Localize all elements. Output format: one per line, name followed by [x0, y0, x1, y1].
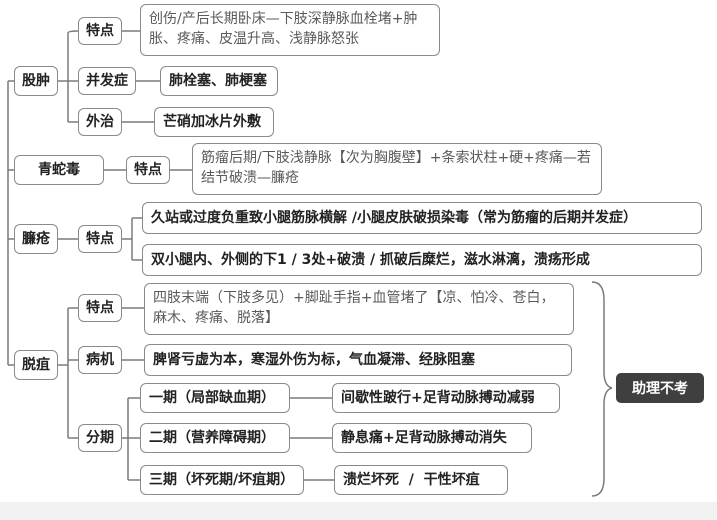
assistant-exempt-badge: 助理不考: [616, 373, 704, 403]
tuo-ju-te-dian-label: 特点: [86, 300, 114, 316]
lian-chuang-content-2: 双小腿内、外侧的下1 / 3处+破溃 / 抓破后糜烂，滋水淋漓，溃疡形成: [151, 252, 590, 268]
root-lian-chuang[interactable]: 臁疮: [14, 224, 58, 254]
tuo-ju-fen-qi[interactable]: 分期: [78, 424, 122, 452]
tuo-ju-te-dian-text: 四肢末端（下肢多见）+脚趾手指+血管堵了【凉、怕冷、苍白，麻木、疼痛、脱落】: [144, 283, 574, 335]
stage-2-desc-label: 静息痛+足背动脉搏动消失: [341, 430, 507, 446]
stage-3-name[interactable]: 三期（坏死期/坏疽期）: [140, 465, 304, 495]
root-tuo-ju-label: 脱疽: [22, 357, 50, 373]
gu-zhong-wai-zhi[interactable]: 外治: [78, 108, 122, 136]
root-gu-zhong-label: 股肿: [22, 73, 50, 89]
root-qing-she-du[interactable]: 青蛇毒: [14, 155, 104, 185]
stage-3-desc: 溃烂坏死 / 干性坏疽: [334, 465, 508, 495]
qing-she-du-te-dian[interactable]: 特点: [126, 156, 170, 184]
lian-chuang-content-1: 久站或过度负重致小腿筋脉横解 /小腿皮肤破损染毒（常为筋瘤的后期并发症）: [151, 210, 637, 226]
stage-2-desc: 静息痛+足背动脉搏动消失: [332, 423, 532, 453]
lian-chuang-text-2: 双小腿内、外侧的下1 / 3处+破溃 / 抓破后糜烂，滋水淋漓，溃疡形成: [142, 244, 702, 276]
gu-zhong-bing-fa-content: 肺栓塞、肺梗塞: [169, 73, 267, 89]
gu-zhong-bing-fa-text: 肺栓塞、肺梗塞: [160, 66, 278, 96]
gu-zhong-wai-zhi-content: 芒硝加冰片外敷: [163, 114, 261, 130]
stage-1-name[interactable]: 一期（局部缺血期）: [140, 383, 290, 413]
tuo-ju-te-dian[interactable]: 特点: [78, 294, 122, 322]
gu-zhong-te-dian-content: 创伤/产后长期卧床—下肢深静脉血栓堵+肿胀、疼痛、皮温升高、浅静脉怒张: [149, 11, 418, 47]
stage-1-name-label: 一期（局部缺血期）: [149, 390, 275, 406]
stage-1-desc: 间歇性跛行+足背动脉搏动减弱: [332, 383, 560, 413]
gu-zhong-te-dian[interactable]: 特点: [78, 17, 122, 45]
tuo-ju-te-dian-content: 四肢末端（下肢多见）+脚趾手指+血管堵了【凉、怕冷、苍白，麻木、疼痛、脱落】: [153, 290, 555, 326]
gu-zhong-bing-fa[interactable]: 并发症: [78, 67, 136, 95]
tuo-ju-bing-ji-text: 脾肾亏虚为本，寒湿外伤为标，气血凝滞、经脉阻塞: [144, 344, 572, 376]
tuo-ju-bing-ji-label: 病机: [86, 352, 114, 368]
root-lian-chuang-label: 臁疮: [22, 231, 50, 247]
gu-zhong-te-dian-text: 创伤/产后长期卧床—下肢深静脉血栓堵+肿胀、疼痛、皮温升高、浅静脉怒张: [140, 4, 440, 56]
qing-she-du-te-dian-label: 特点: [134, 162, 162, 178]
stage-1-desc-label: 间歇性跛行+足背动脉搏动减弱: [341, 390, 535, 406]
qing-she-du-te-dian-text: 筋瘤后期/下肢浅静脉【次为胸腹壁】+条索状柱+硬+疼痛—若结节破溃—臁疮: [192, 143, 602, 195]
stage-2-name[interactable]: 二期（营养障碍期）: [140, 423, 290, 453]
lian-chuang-text-1: 久站或过度负重致小腿筋脉横解 /小腿皮肤破损染毒（常为筋瘤的后期并发症）: [142, 202, 702, 234]
stage-3-desc-label: 溃烂坏死 / 干性坏疽: [343, 472, 480, 488]
gu-zhong-bing-fa-label: 并发症: [86, 73, 128, 89]
tuo-ju-bing-ji[interactable]: 病机: [78, 346, 122, 374]
assistant-exempt-label: 助理不考: [632, 381, 688, 397]
tuo-ju-bing-ji-content: 脾肾亏虚为本，寒湿外伤为标，气血凝滞、经脉阻塞: [153, 352, 475, 368]
lian-chuang-te-dian[interactable]: 特点: [78, 225, 122, 253]
qing-she-du-te-dian-content: 筋瘤后期/下肢浅静脉【次为胸腹壁】+条索状柱+硬+疼痛—若结节破溃—臁疮: [201, 150, 591, 186]
stage-3-name-label: 三期（坏死期/坏疽期）: [149, 472, 295, 488]
gu-zhong-te-dian-label: 特点: [86, 23, 114, 39]
root-qing-she-du-label: 青蛇毒: [38, 162, 80, 178]
root-tuo-ju[interactable]: 脱疽: [14, 350, 58, 380]
tuo-ju-fen-qi-label: 分期: [86, 430, 114, 446]
root-gu-zhong[interactable]: 股肿: [14, 66, 58, 96]
bottom-bar: [0, 502, 717, 520]
gu-zhong-wai-zhi-text: 芒硝加冰片外敷: [154, 107, 274, 137]
stage-2-name-label: 二期（营养障碍期）: [149, 430, 275, 446]
lian-chuang-te-dian-label: 特点: [86, 231, 114, 247]
gu-zhong-wai-zhi-label: 外治: [86, 114, 114, 130]
